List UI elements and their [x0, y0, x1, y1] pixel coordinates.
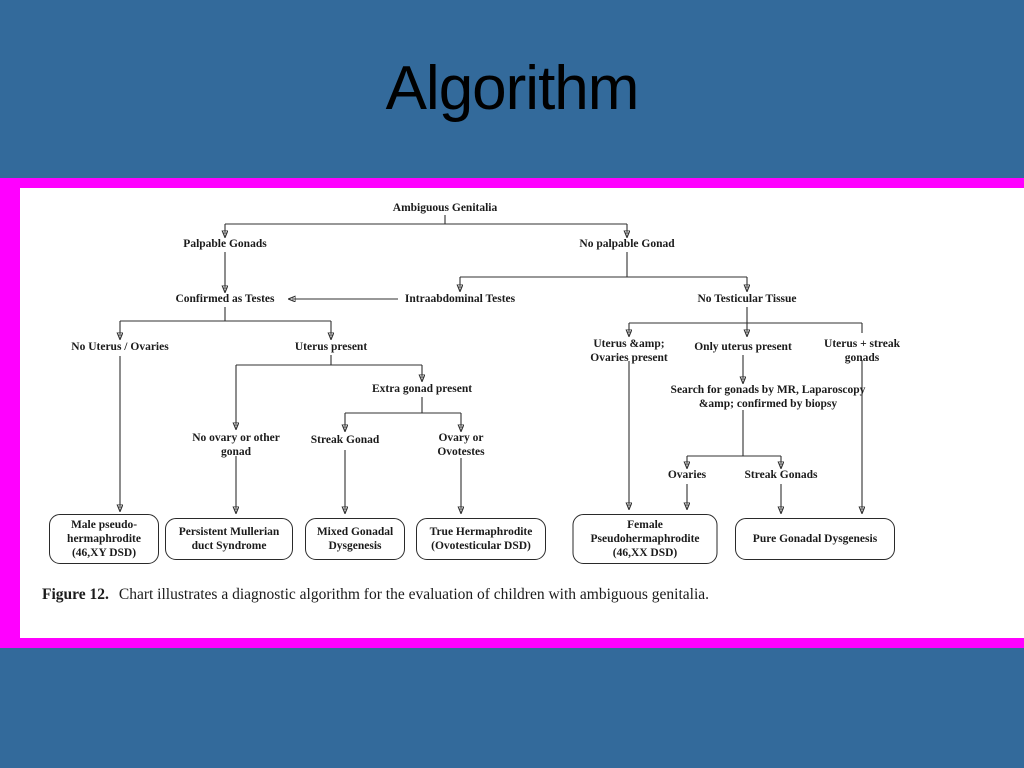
node-no-testicular-tissue: No Testicular Tissue [697, 293, 797, 305]
figure-caption: Figure 12. Chart illustrates a diagnostic… [42, 586, 1002, 604]
node-uterus-present: Uterus present [294, 341, 368, 353]
terminal-box: Pure Gonadal Dysgenesis [735, 518, 895, 560]
node-palpable-gonads: Palpable Gonads [183, 238, 267, 250]
node-search-for-gonads: Search for gonads by MR, Laparoscopy &am… [670, 384, 866, 410]
flowchart-connectors [20, 215, 1024, 638]
figure-content-area: Ambiguous Genitalia Palpable Gonads No p… [20, 188, 1024, 638]
figure-caption-label: Figure 12. [42, 586, 109, 603]
node-only-uterus-present: Only uterus present [694, 341, 792, 353]
node-uterus-and-ovaries-present: Uterus &amp; Ovaries present [590, 338, 668, 364]
terminal-box: Persistent Mullerian duct Syndrome [165, 518, 293, 560]
node-ambiguous-genitalia: Ambiguous Genitalia [392, 202, 498, 214]
node-uterus-plus-streak-gonads: Uterus + streak gonads [824, 338, 900, 364]
node-streak-gonad: Streak Gonad [310, 434, 380, 446]
node-no-uterus-ovaries: No Uterus / Ovaries [71, 341, 169, 353]
figure-caption-text: Chart illustrates a diagnostic algorithm… [118, 586, 710, 603]
figure-frame: Ambiguous Genitalia Palpable Gonads No p… [0, 178, 1024, 648]
node-streak-gonads: Streak Gonads [744, 469, 818, 481]
node-ovaries: Ovaries [667, 469, 707, 481]
node-no-palpable-gonad: No palpable Gonad [579, 238, 675, 250]
terminal-box: Mixed Gonadal Dysgenesis [305, 518, 405, 560]
node-extra-gonad-present: Extra gonad present [371, 383, 473, 395]
node-no-ovary-or-other-gonad: No ovary or other gonad [192, 432, 280, 458]
terminal-box: Male pseudo-hermaphrodite (46,XY DSD) [49, 514, 159, 564]
node-intraabdominal-testes: Intraabdominal Testes [404, 293, 516, 305]
page-title: Algorithm [385, 54, 640, 123]
terminal-box: True Hermaphrodite (Ovotesticular DSD) [416, 518, 546, 560]
node-confirmed-as-testes: Confirmed as Testes [175, 293, 275, 305]
node-ovary-or-ovotestes: Ovary or Ovotestes [437, 432, 485, 458]
terminal-box: Female Pseudohermaphrodite (46,XX DSD) [572, 514, 718, 564]
